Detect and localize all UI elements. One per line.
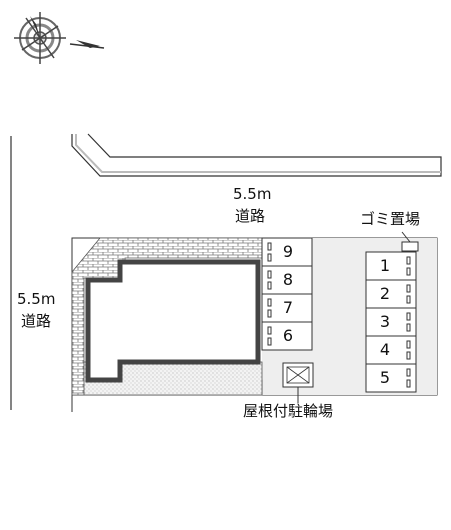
garbage-box-icon: [401, 231, 419, 252]
parking-block-right: [365, 251, 417, 393]
parking-slot-7: 7: [282, 298, 294, 317]
left-road-width: 5.5m: [17, 290, 56, 308]
left-road-name: 道路: [21, 312, 52, 330]
parking-slot-1: 1: [379, 256, 391, 275]
parking-slot-5: 5: [379, 368, 391, 387]
road-curb-top: [71, 133, 442, 177]
bicycle-parking-label: 屋根付駐輪場: [243, 402, 334, 420]
parking-block-left: [261, 237, 313, 351]
top-road-width: 5.5m: [233, 185, 272, 203]
compass-icon: [14, 12, 105, 64]
garbage-area-label: ゴミ置場: [360, 210, 421, 228]
parking-slot-3: 3: [379, 312, 391, 331]
parking-slot-6: 6: [282, 326, 294, 345]
parking-slot-4: 4: [379, 340, 391, 359]
bicycle-parking-icon: [282, 362, 314, 403]
parking-slot-9: 9: [282, 242, 294, 261]
building: [85, 259, 261, 383]
parking-slot-2: 2: [379, 284, 391, 303]
parking-slot-8: 8: [282, 270, 294, 289]
top-road-name: 道路: [235, 207, 266, 225]
